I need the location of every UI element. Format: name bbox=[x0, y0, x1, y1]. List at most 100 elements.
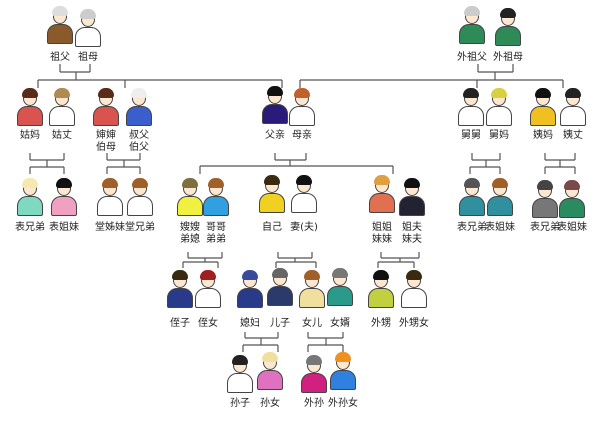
hair-shape bbox=[262, 352, 278, 362]
uncle-figure bbox=[125, 88, 153, 128]
label-text: 外孙 bbox=[304, 398, 324, 409]
label-text: 姨妈 bbox=[533, 130, 553, 141]
label-text: 姑妈 bbox=[20, 130, 40, 141]
body-shape bbox=[177, 196, 203, 216]
spouse-figure bbox=[290, 175, 318, 215]
label-text: 孙子 bbox=[230, 398, 250, 409]
maternal-aunt-figure bbox=[529, 88, 557, 128]
granddaughter-label: 孙女 bbox=[260, 398, 280, 410]
daughter-label: 女儿 bbox=[302, 318, 322, 330]
hair-shape bbox=[52, 6, 68, 16]
maternal-uncle-wife-label: 舅妈 bbox=[489, 130, 509, 142]
hair-shape bbox=[406, 270, 422, 280]
hair-shape bbox=[492, 178, 508, 188]
maternal-aunt-husband-label: 姨丈 bbox=[563, 130, 583, 142]
maternal-grandson-label: 外孙 bbox=[304, 398, 324, 410]
father-label: 父亲 bbox=[265, 130, 285, 142]
hair-shape bbox=[332, 268, 348, 278]
label-text: 舅妈 bbox=[489, 130, 509, 141]
label-text: 外祖父 bbox=[457, 52, 487, 63]
cousin-m-3-label: 表兄弟 bbox=[530, 222, 560, 234]
hair-shape bbox=[500, 8, 516, 18]
hair-shape bbox=[102, 178, 118, 188]
sororal-nephew-figure bbox=[367, 270, 395, 310]
nephew-figure bbox=[166, 270, 194, 310]
hair-shape bbox=[200, 270, 216, 280]
maternal-aunt-husband-figure bbox=[559, 88, 587, 128]
paternal-cousin-m-figure bbox=[126, 178, 154, 218]
hair-shape bbox=[272, 268, 288, 278]
maternal-grandmother-figure bbox=[494, 8, 522, 48]
label-text: 外祖母 bbox=[493, 52, 523, 63]
sister-in-law-figure bbox=[176, 178, 204, 218]
cousin-f-1-label: 表姐妹 bbox=[49, 222, 79, 234]
hair-shape bbox=[264, 175, 280, 185]
body-shape bbox=[17, 106, 43, 126]
label-text: 姐夫 bbox=[402, 222, 422, 233]
maternal-uncle-wife-figure bbox=[485, 88, 513, 128]
hair-shape bbox=[172, 270, 188, 280]
daughter-figure bbox=[298, 270, 326, 310]
maternal-grandmother-label: 外祖母 bbox=[493, 52, 523, 64]
cousin-f-1-figure bbox=[50, 178, 78, 218]
hair-shape bbox=[464, 178, 480, 188]
cousin-m-1-figure bbox=[16, 178, 44, 218]
body-shape bbox=[486, 106, 512, 126]
body-shape bbox=[301, 373, 327, 393]
label-text-alt: 伯母 bbox=[96, 142, 116, 153]
sororal-nephew-label: 外甥 bbox=[371, 318, 391, 330]
cousin-m-3-figure bbox=[531, 180, 559, 220]
body-shape bbox=[330, 370, 356, 390]
label-text: 外甥 bbox=[371, 318, 391, 329]
daughter-in-law-figure bbox=[236, 270, 264, 310]
body-shape bbox=[495, 26, 521, 46]
hair-shape bbox=[296, 175, 312, 185]
connector-group bbox=[242, 332, 344, 352]
maternal-granddaughter-figure bbox=[329, 352, 357, 392]
body-shape bbox=[262, 104, 288, 124]
paternal-aunt-label: 姑妈 bbox=[20, 130, 40, 142]
hair-shape bbox=[306, 355, 322, 365]
sororal-niece-label: 外甥女 bbox=[399, 318, 429, 330]
body-shape bbox=[459, 24, 485, 44]
body-shape bbox=[291, 193, 317, 213]
paternal-aunt-husband-figure bbox=[48, 88, 76, 128]
label-text: 姑丈 bbox=[52, 130, 72, 141]
body-shape bbox=[368, 288, 394, 308]
paternal-aunt-husband-label: 姑丈 bbox=[52, 130, 72, 142]
father-figure bbox=[261, 86, 289, 126]
label-text: 外孙女 bbox=[328, 398, 358, 409]
label-text: 女儿 bbox=[302, 318, 322, 329]
paternal-aunt-figure bbox=[16, 88, 44, 128]
body-shape bbox=[487, 196, 513, 216]
label-text: 姐姐 bbox=[372, 222, 392, 233]
label-text-alt: 弟媳 bbox=[180, 234, 200, 245]
body-shape bbox=[327, 286, 353, 306]
son-in-law-figure bbox=[326, 268, 354, 308]
label-text: 哥哥 bbox=[206, 222, 226, 233]
label-text: 表姐妹 bbox=[485, 222, 515, 233]
self-label: 自己 bbox=[262, 222, 282, 234]
label-text: 媳妇 bbox=[240, 318, 260, 329]
label-text: 婶婶 bbox=[96, 130, 116, 141]
label-text-alt: 妹妹 bbox=[372, 234, 392, 245]
connector-group bbox=[29, 153, 576, 174]
body-shape bbox=[560, 106, 586, 126]
body-shape bbox=[267, 286, 293, 306]
hair-shape bbox=[335, 352, 351, 362]
hair-shape bbox=[182, 178, 198, 188]
label-text: 姨丈 bbox=[563, 130, 583, 141]
aunt-figure bbox=[92, 88, 120, 128]
body-shape bbox=[399, 196, 425, 216]
body-shape bbox=[167, 288, 193, 308]
hair-shape bbox=[208, 178, 224, 188]
label-text: 侄女 bbox=[198, 318, 218, 329]
label-text: 叔父 bbox=[129, 130, 149, 141]
body-shape bbox=[459, 196, 485, 216]
maternal-grandfather-label: 外祖父 bbox=[457, 52, 487, 64]
body-shape bbox=[458, 106, 484, 126]
cousin-f-2-figure bbox=[486, 178, 514, 218]
grandfather-label: 祖父 bbox=[50, 52, 70, 64]
niece-label: 侄女 bbox=[198, 318, 218, 330]
